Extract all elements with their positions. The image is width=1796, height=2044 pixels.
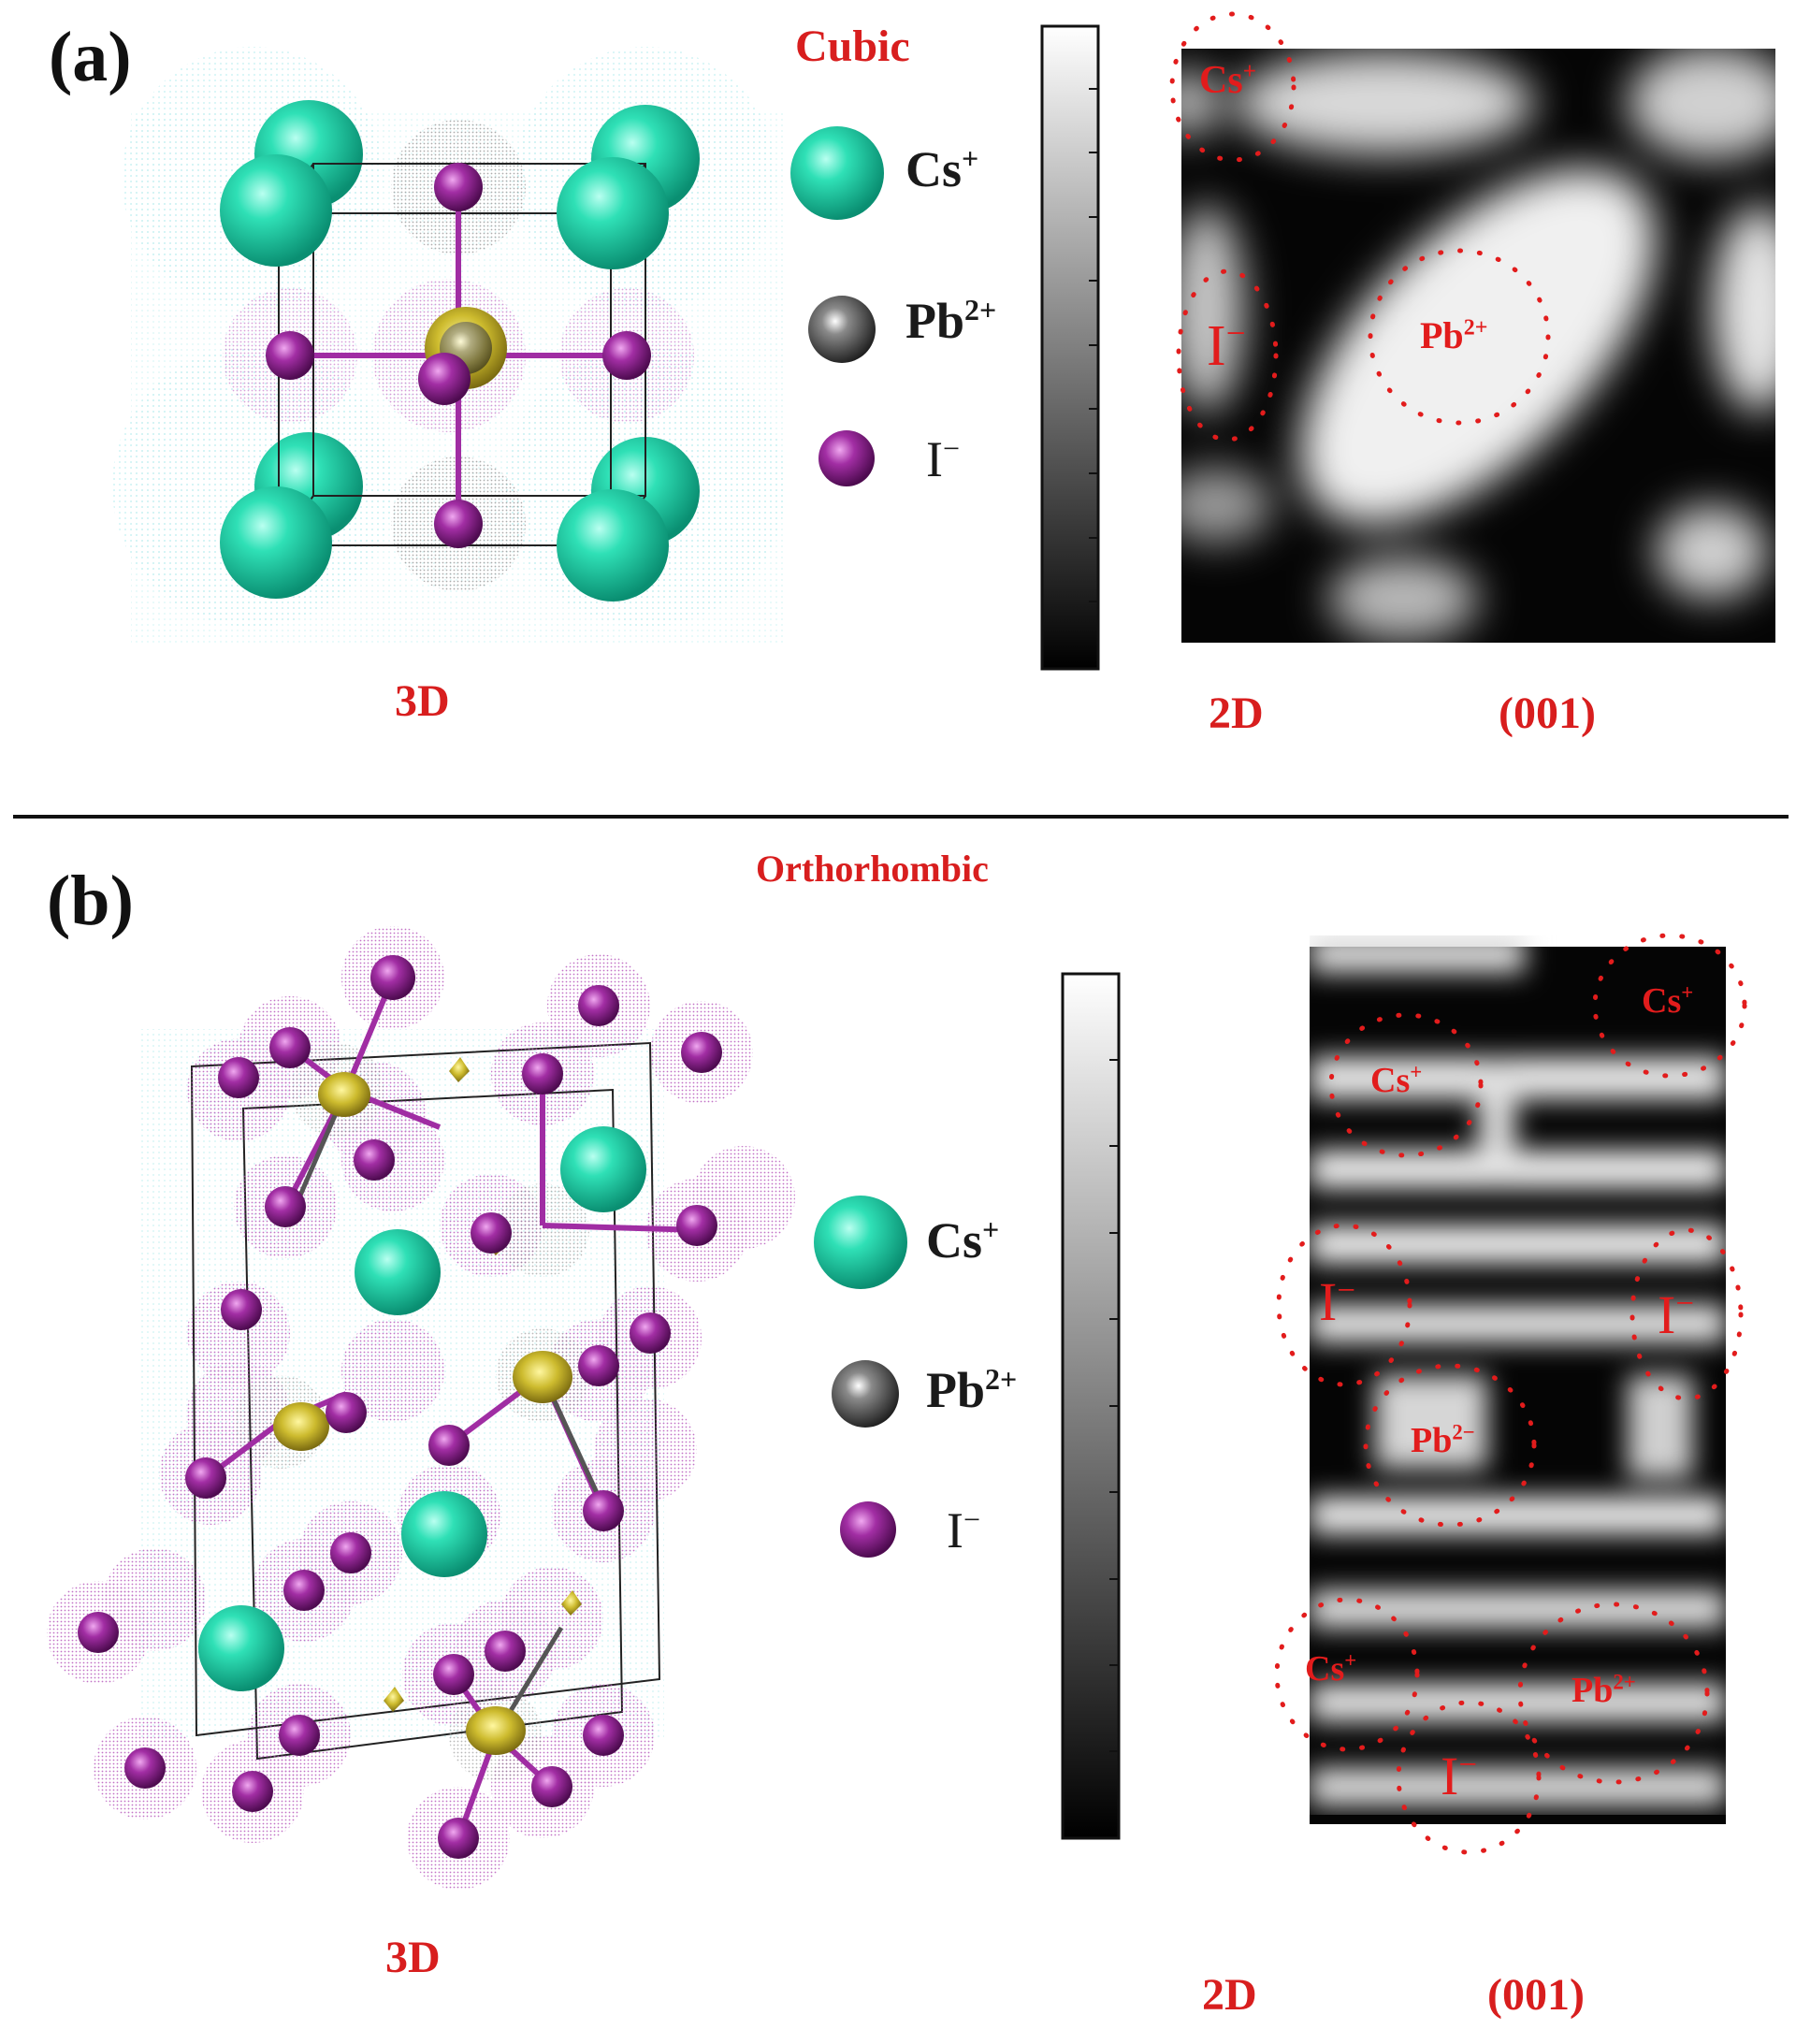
cs-atom <box>355 1229 441 1315</box>
panel-b-phase-title: Orthorhombic <box>756 848 989 890</box>
pb-region-outline <box>1517 1602 1710 1785</box>
panel-b-plane-label: (001) <box>1487 1970 1585 2020</box>
i-region-outline <box>1276 1223 1412 1387</box>
i-atom <box>602 331 651 380</box>
pb-region-outline <box>1363 1363 1537 1528</box>
orthorhombic-2d-density-map <box>1310 935 1726 1824</box>
cs-atom <box>560 1126 646 1212</box>
colorbar-b-ticks <box>1109 1059 1119 1752</box>
legend-cs-label-a: Cs+ <box>905 141 979 197</box>
i-atom <box>266 331 314 380</box>
legend-pb-label-a: Pb2+ <box>905 293 997 349</box>
map-b-i-left-label: I− <box>1319 1271 1355 1332</box>
cs-atom <box>220 154 332 267</box>
panel-b-label: (b) <box>47 862 134 940</box>
legend-i-sphere <box>818 430 875 486</box>
map-b-pb-lower-label: Pb2+ <box>1572 1670 1636 1710</box>
panel-a-3d-label: 3D <box>395 676 450 726</box>
cs-atom <box>557 489 669 602</box>
cs-atom <box>220 486 332 599</box>
legend-i-label-b: I− <box>947 1502 981 1558</box>
map-b-pb-center-label: Pb2− <box>1411 1420 1475 1460</box>
legend-i-label-a: I− <box>926 431 961 487</box>
map-b-i-bottom-label: I− <box>1441 1746 1477 1806</box>
orthorhombic-3d-structure <box>47 926 795 1890</box>
panel-b-3d-label: 3D <box>385 1933 441 1982</box>
i-atom <box>418 353 471 405</box>
legend-cs-sphere <box>814 1196 907 1289</box>
cs-region-outline <box>1328 1012 1484 1158</box>
cubic-2d-density-map <box>1169 11 1775 1558</box>
i-atom <box>434 500 483 548</box>
i-region-outline <box>1176 268 1279 442</box>
panel-b-2d-label: 2D <box>1202 1970 1257 2020</box>
cs-region-outline <box>1274 1597 1420 1752</box>
i-atom <box>434 163 483 211</box>
colorbar-a <box>1040 24 1100 671</box>
legend-cs-sphere <box>790 126 884 220</box>
map-b-cs-lower-label: Cs+ <box>1305 1648 1357 1689</box>
legend-pb-sphere <box>832 1360 899 1428</box>
panel-a-plane-label: (001) <box>1499 689 1596 738</box>
cs-region-outline <box>1592 933 1747 1079</box>
panel-a-phase-title: Cubic <box>795 22 910 71</box>
map-a-cs-label: Cs+ <box>1199 59 1257 102</box>
cs-region-outline <box>1169 11 1296 163</box>
i-region-outline <box>1396 1700 1542 1855</box>
pb-region-outline <box>1368 248 1551 426</box>
map-b-cs-top-right-label: Cs+ <box>1642 980 1694 1021</box>
legend-i-sphere <box>840 1501 896 1558</box>
legend-pb-label-b: Pb2+ <box>926 1362 1018 1418</box>
map-b-i-right-label: I− <box>1658 1284 1694 1345</box>
cs-atom <box>401 1491 487 1577</box>
panel-a-2d-label: 2D <box>1209 689 1264 738</box>
panel-a-label: (a) <box>49 18 132 96</box>
legend-pb-sphere <box>808 296 876 363</box>
cs-atom <box>557 157 669 269</box>
colorbar-a-ticks <box>1089 88 1098 602</box>
panel-divider <box>13 815 1789 819</box>
cs-atom <box>198 1605 284 1691</box>
i-region-outline <box>1629 1227 1744 1401</box>
map-a-i-label: I− <box>1207 314 1246 378</box>
map-b-cs-upper-label: Cs+ <box>1370 1060 1423 1100</box>
legend-cs-label-b: Cs+ <box>926 1212 1000 1268</box>
map-a-pb-label: Pb2+ <box>1420 314 1488 356</box>
